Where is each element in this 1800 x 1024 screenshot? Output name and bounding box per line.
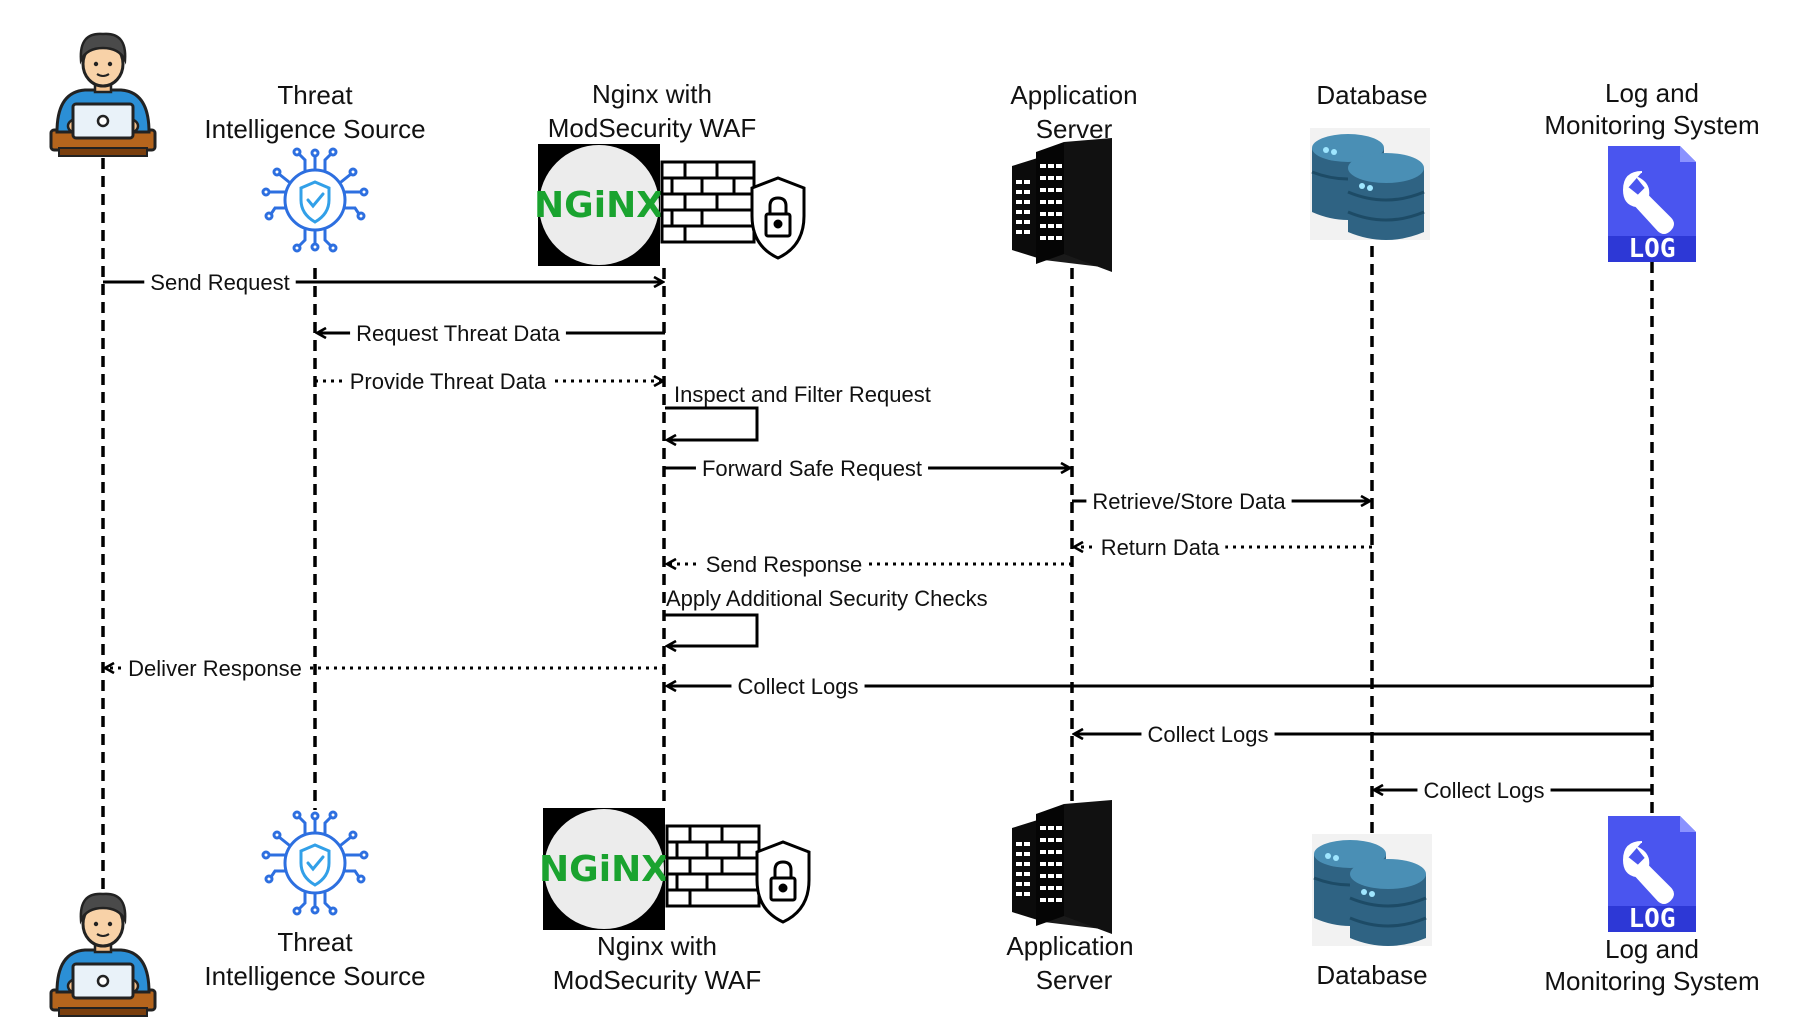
message-label-background xyxy=(695,454,929,482)
message-label-background xyxy=(350,319,566,347)
threat-label-line1: Threat xyxy=(277,80,353,110)
db-label: Database xyxy=(1316,960,1427,990)
message-label: Forward Safe Request xyxy=(702,456,922,481)
message-label: Provide Threat Data xyxy=(350,369,547,394)
shield-circuit-icon xyxy=(261,810,369,916)
message-5: Forward Safe Request xyxy=(665,454,1070,482)
nginx-firewall-icon: NGiNX xyxy=(534,144,806,266)
message-9: Apply Additional Security Checks xyxy=(665,586,988,646)
nginx-label-line2: ModSecurity WAF xyxy=(548,113,757,143)
message-label: Retrieve/Store Data xyxy=(1092,489,1286,514)
log-badge-text: LOG xyxy=(1629,904,1676,934)
self-message-arrow xyxy=(665,406,759,440)
message-label: Collect Logs xyxy=(737,674,858,699)
participants: NGiNX NGiNX LOG LOG Threat Intelligence … xyxy=(49,32,1760,1018)
message-label-background xyxy=(699,550,869,578)
message-label-background xyxy=(1086,487,1292,515)
nginx-label-line1: Nginx with xyxy=(592,79,712,109)
message-label-background xyxy=(1141,720,1275,748)
user-at-laptop-icon xyxy=(49,32,157,158)
message-3: Provide Threat Data xyxy=(315,367,663,395)
log-file-icon: LOG xyxy=(1607,815,1697,934)
message-label: Apply Additional Security Checks xyxy=(666,586,988,611)
threat-label-line2: Intelligence Source xyxy=(204,114,425,144)
message-11: Collect Logs xyxy=(667,672,1652,700)
message-label: Collect Logs xyxy=(1423,778,1544,803)
message-1: Send Request xyxy=(103,268,663,296)
log-label-line2: Monitoring System xyxy=(1544,966,1759,996)
message-label-background xyxy=(122,654,308,682)
user-at-laptop-icon xyxy=(49,892,157,1018)
message-label: Request Threat Data xyxy=(356,321,561,346)
message-13: Collect Logs xyxy=(1374,776,1652,804)
threat-label-line2: Intelligence Source xyxy=(204,961,425,991)
self-message-arrow xyxy=(665,613,759,646)
app-label-line1: Application xyxy=(1006,931,1133,961)
server-rack-icon xyxy=(1012,138,1112,272)
message-4: Inspect and Filter Request xyxy=(665,382,931,440)
log-badge-text: LOG xyxy=(1629,234,1676,264)
nginx-label-line2: ModSecurity WAF xyxy=(553,965,762,995)
app-label-line2: Server xyxy=(1036,114,1113,144)
nginx-logo-text: NGiNX xyxy=(534,185,664,226)
nginx-firewall-icon: NGiNX xyxy=(539,808,811,930)
message-12: Collect Logs xyxy=(1074,720,1652,748)
threat-label-line1: Threat xyxy=(277,927,353,957)
message-label: Send Request xyxy=(150,270,289,295)
message-6: Retrieve/Store Data xyxy=(1072,487,1370,515)
app-label-line2: Server xyxy=(1036,965,1113,995)
message-label: Send Response xyxy=(706,552,863,577)
message-7: Return Data xyxy=(1074,533,1372,561)
message-label: Inspect and Filter Request xyxy=(674,382,931,407)
db-label: Database xyxy=(1316,80,1427,110)
message-label: Collect Logs xyxy=(1147,722,1268,747)
message-label-background xyxy=(731,672,865,700)
message-8: Send Response xyxy=(667,550,1072,578)
app-label-line1: Application xyxy=(1010,80,1137,110)
nginx-logo-text: NGiNX xyxy=(539,849,669,890)
log-file-icon: LOG xyxy=(1607,145,1697,264)
log-label-line1: Log and xyxy=(1605,934,1699,964)
database-icon xyxy=(1308,126,1432,242)
message-label: Return Data xyxy=(1101,535,1220,560)
shield-circuit-icon xyxy=(261,147,369,253)
message-label-background xyxy=(1094,533,1226,561)
server-rack-icon xyxy=(1012,800,1112,934)
log-label-line2: Monitoring System xyxy=(1544,110,1759,140)
log-label-line1: Log and xyxy=(1605,78,1699,108)
message-2: Request Threat Data xyxy=(317,319,665,347)
database-icon xyxy=(1310,832,1434,948)
message-label-background xyxy=(1417,776,1551,804)
message-label-background xyxy=(343,367,553,395)
nginx-label-line1: Nginx with xyxy=(597,931,717,961)
message-label-background xyxy=(144,268,296,296)
message-10: Deliver Response xyxy=(105,654,665,682)
message-label: Deliver Response xyxy=(128,656,302,681)
